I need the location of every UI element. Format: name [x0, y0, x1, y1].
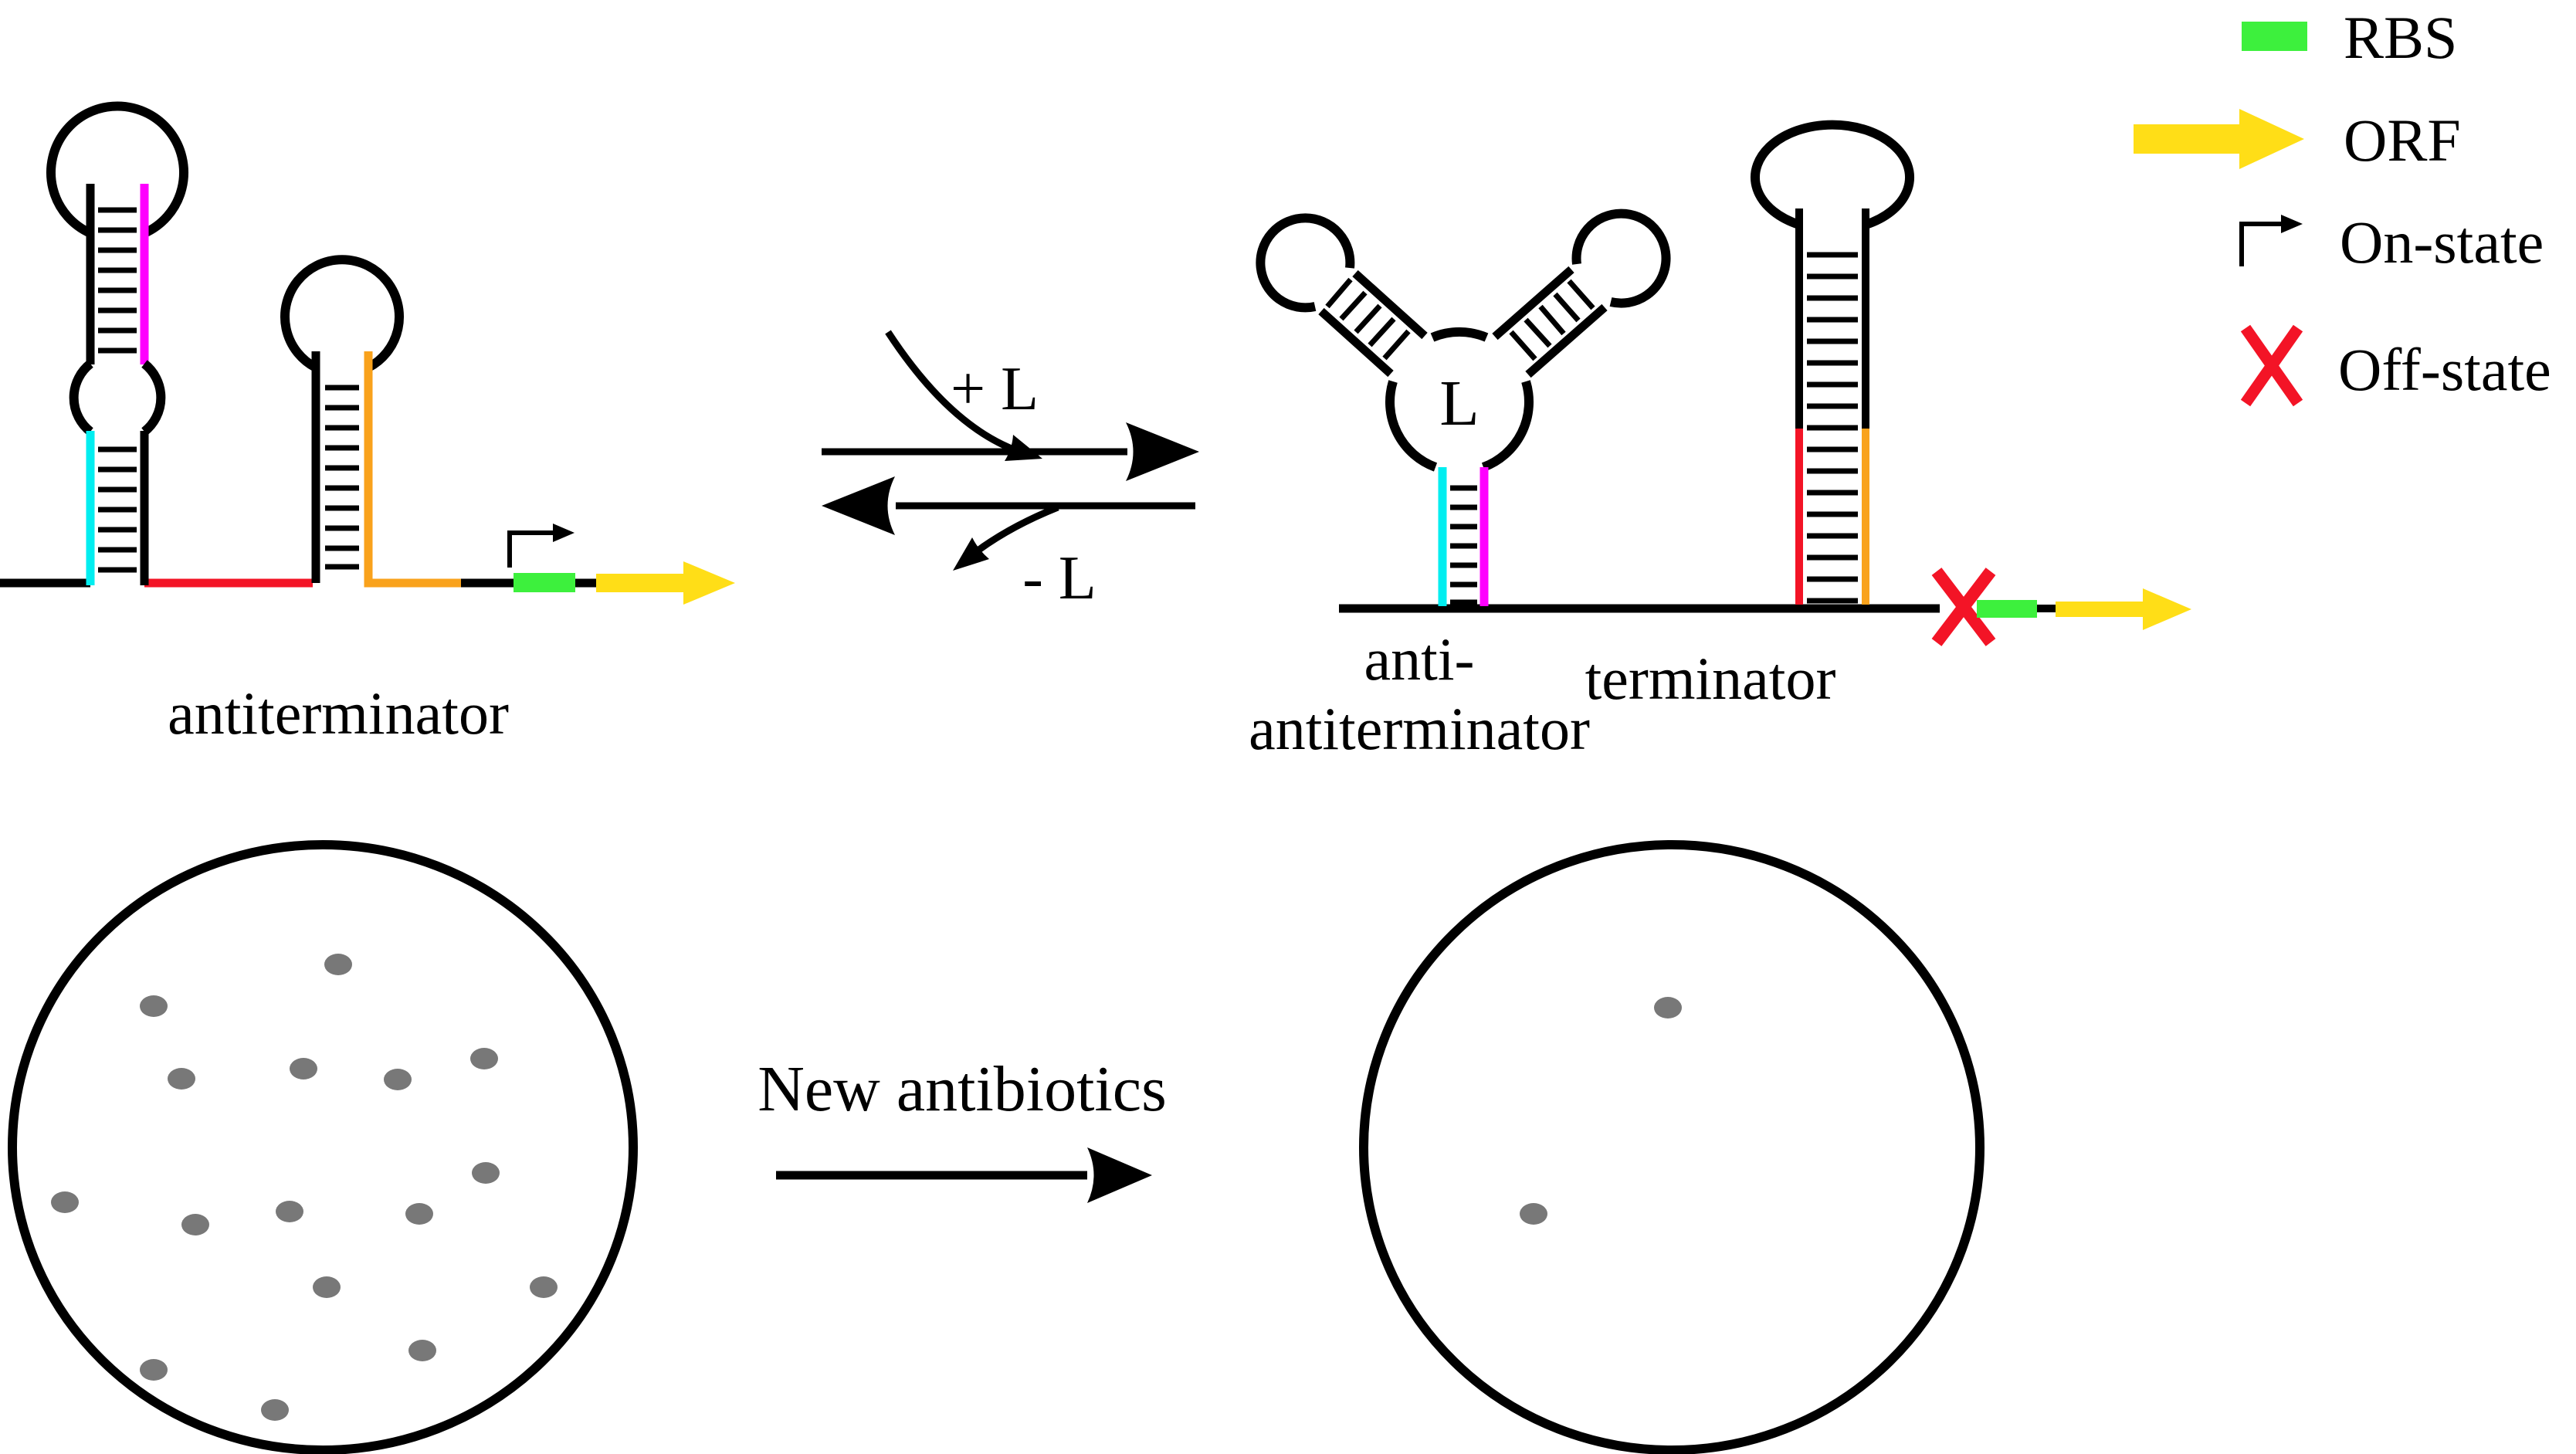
- colony-dot: [261, 1399, 289, 1421]
- antiterminator-hairpin: [46, 101, 188, 585]
- on-state-arrowhead: [553, 524, 575, 542]
- orf-arrow: [596, 561, 735, 605]
- on-state-arrow: [507, 524, 575, 568]
- right-arm-lower-strand: [1525, 303, 1608, 378]
- terminator-hairpin: [1751, 120, 1914, 605]
- three-way-junction: L: [1256, 208, 1671, 606]
- legend-off-state-label: Off-state: [2338, 336, 2551, 403]
- on-state-structure: antiterminator: [0, 101, 735, 747]
- right-arm-rungs: [1509, 279, 1595, 361]
- off-state-x: [1931, 568, 1996, 646]
- colony-dot: [140, 1359, 168, 1381]
- reverse-arrowhead: [822, 476, 895, 535]
- plate-after: [1359, 840, 1985, 1454]
- right-arm-upper-strand: [1492, 266, 1574, 341]
- colony-dot: [1654, 997, 1682, 1018]
- hairpin1-upper-rungs: [98, 207, 137, 354]
- left-arm-rungs: [1325, 277, 1411, 361]
- legend-rbs-label: RBS: [2344, 4, 2457, 71]
- hairpin2-rungs: [325, 385, 359, 570]
- selection-experiment: New antibiotics: [8, 840, 1985, 1454]
- hairpin1-lower-rungs: [98, 446, 137, 573]
- on-state-arrow-line: [507, 530, 554, 568]
- terminator-label: terminator: [1585, 645, 1836, 712]
- off-state-structure: L: [1249, 120, 2191, 762]
- rbs-swatch-icon: [2242, 22, 2307, 51]
- experiment-arrowhead: [1087, 1147, 1152, 1203]
- colony-dot: [51, 1191, 79, 1213]
- left-arm-upper-strand: [1352, 269, 1428, 340]
- colony-dot: [472, 1162, 500, 1184]
- colony-dot: [276, 1201, 303, 1222]
- legend-on-state-line: [2239, 222, 2283, 266]
- hairpin1-bulge-left-arc: [69, 360, 93, 436]
- terminator-rungs: [1807, 252, 1858, 604]
- colonies-before: [51, 954, 558, 1421]
- plate-before: [8, 840, 638, 1454]
- colony-dot: [324, 954, 352, 975]
- minus-ligand-label: - L: [1022, 544, 1096, 612]
- ligand-label: L: [1439, 368, 1479, 439]
- orf-arrow-icon: [2134, 109, 2304, 169]
- legend: RBS ORF On-state Off-state: [2134, 4, 2551, 407]
- anti-antiterminator-label-line2: antiterminator: [1249, 695, 1590, 762]
- rbs-site: [514, 573, 575, 592]
- hairpin2-right-strand-orange: [364, 351, 461, 588]
- new-antibiotics-label: New antibiotics: [758, 1053, 1167, 1125]
- on-state-arrow-icon: [2239, 215, 2303, 266]
- junction-stem-rungs: [1450, 485, 1477, 605]
- forward-arrowhead: [1126, 422, 1199, 481]
- left-arm-lower-strand: [1318, 307, 1394, 378]
- junction-arc-left: [1385, 380, 1438, 472]
- colony-dot: [181, 1214, 209, 1235]
- colony-dot: [313, 1276, 341, 1298]
- legend-orf-label: ORF: [2344, 107, 2461, 174]
- colony-dot: [290, 1058, 317, 1079]
- colony-dot: [530, 1276, 558, 1298]
- second-hairpin: [280, 255, 461, 588]
- colony-dot: [408, 1340, 436, 1361]
- junction-arc-top: [1430, 327, 1489, 342]
- hairpin2-loop: [280, 255, 404, 372]
- colonies-after: [1520, 997, 1682, 1225]
- equilibrium: + L - L: [822, 330, 1199, 612]
- antiterminator-label: antiterminator: [168, 680, 509, 747]
- colony-dot: [1520, 1203, 1547, 1225]
- orf-arrow-off: [2056, 588, 2191, 630]
- colony-dot: [384, 1069, 412, 1090]
- colony-dot: [405, 1203, 433, 1225]
- legend-on-state-arrowhead: [2281, 215, 2303, 233]
- left-arm-loop: [1256, 213, 1355, 313]
- ligand-in-arrowhead: [1005, 435, 1042, 461]
- rbs-site-off: [1977, 600, 2037, 618]
- right-arm-loop: [1571, 208, 1671, 308]
- plus-ligand-label: + L: [951, 355, 1039, 423]
- off-state-x-icon: [2240, 324, 2303, 407]
- terminator-loop: [1751, 120, 1914, 229]
- junction-arc-right: [1481, 380, 1534, 472]
- hairpin1-bulge-right-arc: [141, 360, 166, 436]
- hairpin1-top-loop: [46, 101, 188, 238]
- legend-on-state-label: On-state: [2340, 208, 2544, 276]
- colony-dot: [140, 995, 168, 1017]
- colony-dot: [168, 1068, 195, 1090]
- anti-antiterminator-label-line1: anti-: [1364, 625, 1475, 693]
- ligand-in-curve: [885, 330, 1029, 458]
- ligand-out-arrowhead: [953, 537, 989, 571]
- colony-dot: [470, 1048, 498, 1069]
